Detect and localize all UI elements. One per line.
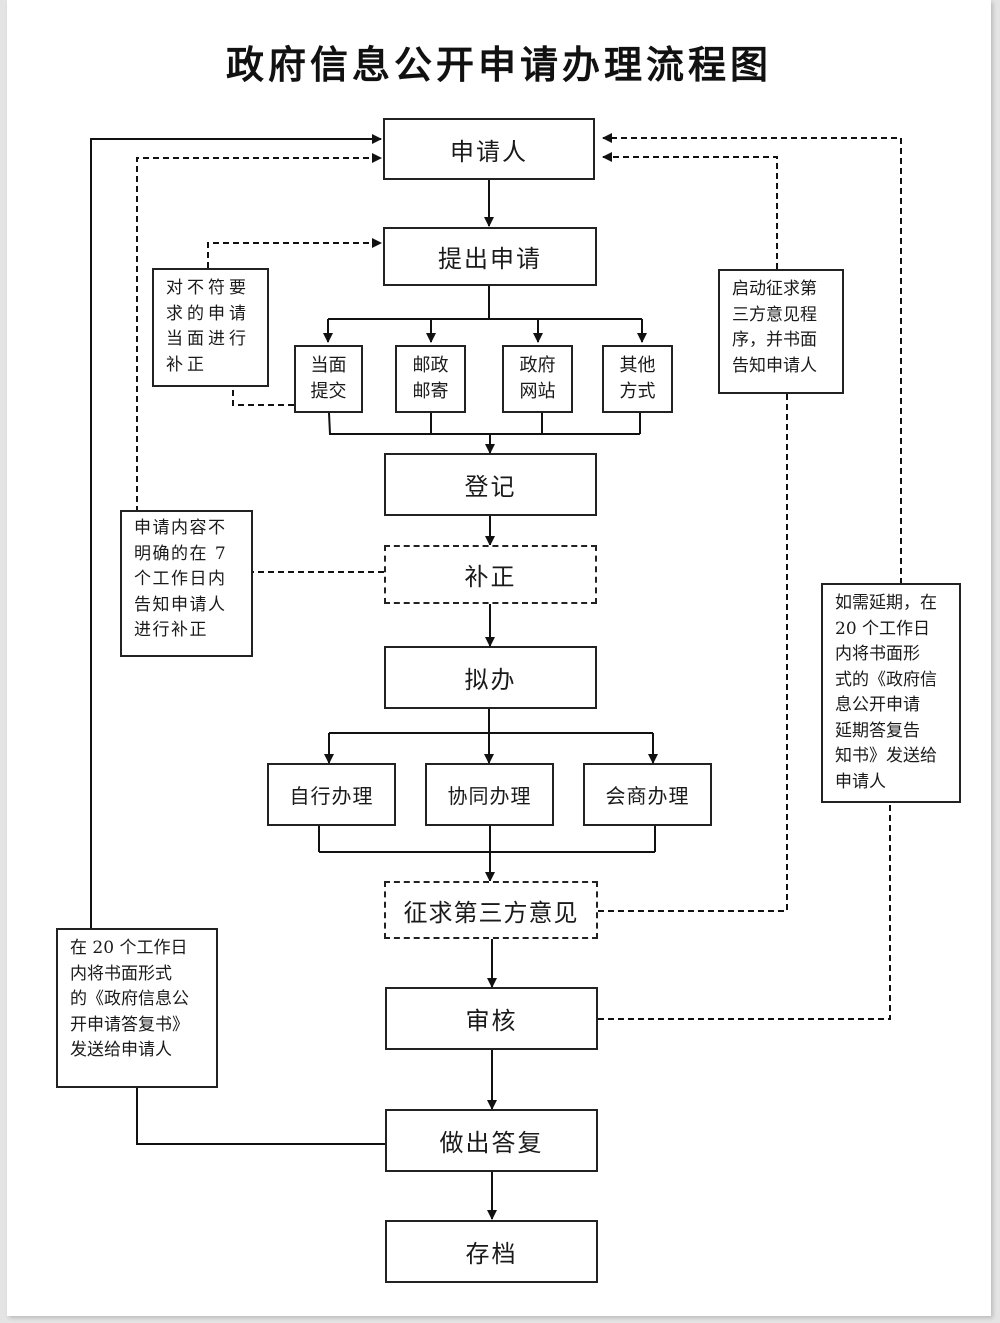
channel-label: 其他 (619, 355, 656, 376)
channel-in-person: 当面提交 (294, 345, 363, 413)
step-correction: 补正 (384, 545, 597, 604)
connector-reply-to-notice (136, 1087, 385, 1145)
note-line: 补正 (166, 354, 208, 375)
dashed-extension-to-applicant (602, 133, 902, 584)
note-line: 开申请答复书》 (70, 1014, 189, 1035)
step-third-party: 征求第三方意见 (384, 881, 598, 939)
note-line: 息公开申请 (835, 695, 920, 715)
note-line: 内将书面形 (835, 644, 920, 664)
note-line: 当面进行 (166, 329, 250, 349)
note-line: 进行补正 (134, 620, 208, 640)
note-line: 如需延期，在 (835, 593, 937, 613)
note-line: 的《政府信息公 (70, 989, 189, 1009)
note-line: 个工作日内 (134, 569, 227, 589)
step-archive-label: 存档 (465, 1240, 518, 1268)
step-correction-label: 补正 (464, 563, 517, 591)
note-line: 申请内容不 (134, 518, 227, 538)
step-register-label: 登记 (464, 473, 517, 501)
document-page: 政府信息公开申请办理流程图 (7, 0, 991, 1316)
note-line: 申请人 (835, 771, 886, 792)
dashed-channel1-to-face-note (232, 386, 294, 406)
note-line: 告知申请人 (732, 355, 817, 376)
step-reply: 做出答复 (385, 1109, 598, 1172)
page-title: 政府信息公开申请办理流程图 (225, 42, 772, 87)
channel-website: 政府网站 (502, 345, 573, 413)
handling-label: 自行办理 (289, 784, 374, 808)
note-line: 序，并书面 (732, 330, 817, 350)
note-line: 知书》发送给 (835, 746, 937, 766)
connector-channel-1-down (328, 412, 331, 435)
step-draft: 拟办 (384, 646, 597, 709)
note-reply-notice: 在 20 个工作日 内将书面形式 的《政府信息公 开申请答复书》 发送给申请人 (56, 928, 218, 1088)
note-line: 对不符要 (166, 278, 250, 298)
note-line: 延期答复告 (835, 720, 920, 741)
note-line: 20 个工作日 (835, 618, 931, 639)
note-line: 明确的在 7 (134, 543, 228, 564)
dashed-notice-to-applicant (602, 152, 778, 269)
note-unclear-content: 申请内容不 明确的在 7 个工作日内 告知申请人 进行补正 (120, 510, 253, 657)
channel-label: 网站 (519, 381, 556, 402)
handling-label: 会商办理 (605, 784, 690, 808)
step-third-party-label: 征求第三方意见 (403, 898, 579, 927)
step-archive: 存档 (385, 1220, 598, 1283)
channel-label: 政府 (519, 355, 556, 376)
handling-self: 自行办理 (267, 763, 396, 826)
channel-other: 其他方式 (602, 345, 673, 413)
channel-label: 方式 (619, 381, 656, 402)
channel-label: 邮政 (412, 355, 449, 376)
connector-layer (90, 133, 902, 1220)
channel-label: 当面 (310, 355, 347, 376)
dashed-third-party-to-notice (598, 393, 788, 912)
note-line: 启动征求第 (732, 279, 817, 299)
step-reply-label: 做出答复 (439, 1129, 544, 1157)
note-face-correction: 对不符要 求的申请 当面进行 补正 (152, 268, 269, 387)
dashed-review-to-extension (598, 802, 891, 1020)
handling-joint: 协同办理 (425, 763, 554, 826)
note-line: 发送给申请人 (70, 1040, 172, 1060)
step-applicant-label: 申请人 (450, 137, 528, 166)
dashed-unclear-note-to-applicant (136, 153, 382, 512)
channel-post: 邮政邮寄 (395, 345, 466, 413)
arrow-notice-to-applicant (90, 134, 382, 928)
dashed-face-note-to-submit (207, 238, 382, 268)
handling-label: 协同办理 (447, 784, 532, 808)
note-line: 告知申请人 (134, 594, 227, 615)
note-line: 求的申请 (166, 303, 250, 324)
step-submit: 提出申请 (383, 227, 597, 286)
step-applicant: 申请人 (383, 118, 595, 180)
note-line: 式的《政府信 (835, 669, 937, 690)
note-third-party-notice: 启动征求第 三方意见程 序，并书面 告知申请人 (718, 269, 844, 394)
step-draft-label: 拟办 (464, 666, 517, 694)
note-extension: 如需延期，在 20 个工作日 内将书面形 式的《政府信 息公开申请 延期答复告 … (821, 583, 961, 803)
step-review-label: 审核 (465, 1007, 518, 1035)
note-line: 三方意见程 (732, 304, 817, 325)
handling-consult: 会商办理 (583, 763, 712, 826)
step-submit-label: 提出申请 (438, 245, 542, 273)
channel-label: 邮寄 (412, 381, 449, 402)
step-review: 审核 (385, 987, 598, 1050)
note-line: 在 20 个工作日 (70, 938, 188, 958)
step-register: 登记 (384, 453, 597, 516)
channel-label: 提交 (310, 381, 347, 402)
note-line: 内将书面形式 (70, 963, 172, 984)
